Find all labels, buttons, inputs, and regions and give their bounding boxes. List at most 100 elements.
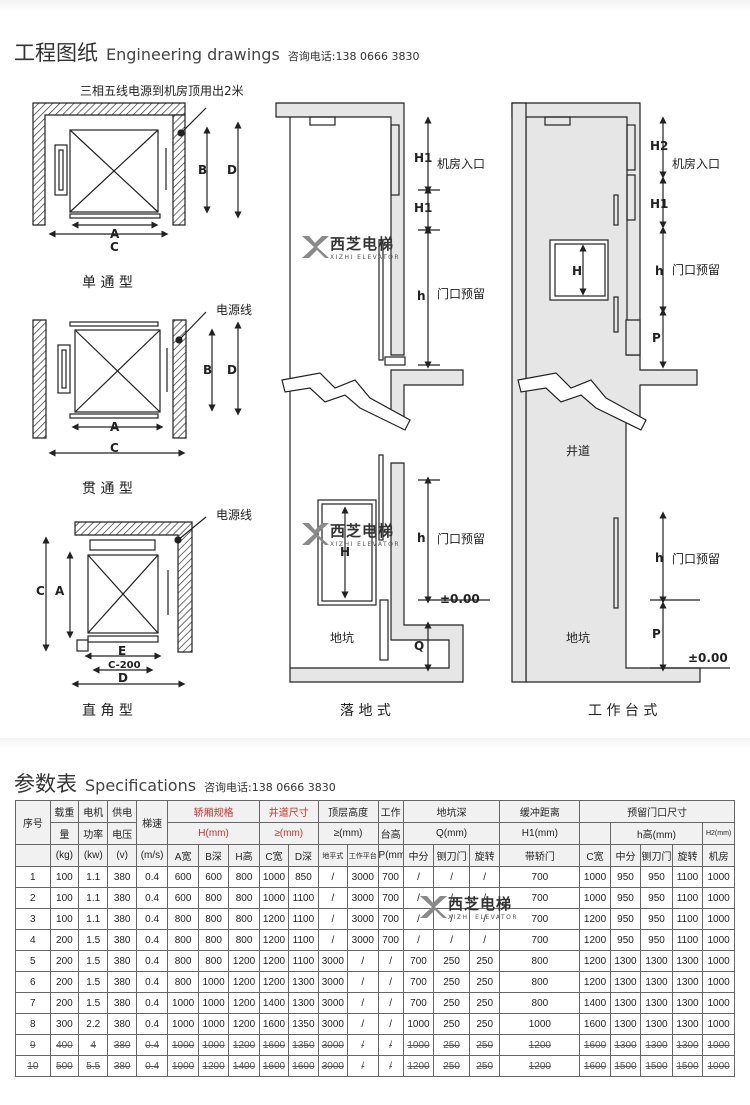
door-reserve-platform-1: 门口预留	[672, 262, 720, 277]
table-cell: /	[347, 1034, 379, 1056]
table-cell: 4	[15, 929, 51, 951]
table-cell: 9	[15, 1034, 51, 1056]
dim-C200: C-200	[108, 660, 141, 671]
table-cell: 700	[499, 929, 581, 951]
top-gradient-bar	[0, 0, 750, 12]
hdr-top: 顶层高度	[317, 800, 379, 823]
table-cell: 1400	[258, 992, 290, 1014]
dim-E: E	[118, 644, 126, 658]
table-cell: 1200	[579, 971, 611, 993]
hdr3-d: D深	[288, 844, 319, 867]
table-cell: 1000	[402, 1034, 435, 1056]
table-cell: 600	[197, 866, 230, 888]
hdr2-buffer: H1(mm)	[499, 822, 581, 845]
table-cell: 5.5	[78, 1055, 109, 1077]
table-cell: 700	[499, 908, 581, 930]
table-cell: 6	[15, 971, 51, 993]
table-cell: 1300	[671, 971, 704, 993]
table-cell: 1400	[579, 992, 611, 1014]
table-cell: 1300	[640, 1034, 673, 1056]
section-divider	[0, 738, 750, 750]
table-cell: 1000	[702, 1034, 735, 1056]
dim-C-2: C	[110, 441, 119, 455]
table-cell: 1000	[167, 1055, 199, 1077]
hdr3-buf: 带轿门	[499, 844, 581, 867]
dim-A-3: A	[55, 584, 65, 598]
table-cell: /	[347, 971, 379, 993]
table-cell: 800	[499, 950, 581, 972]
hdr3-supply: (v)	[107, 844, 137, 867]
dim-B-2: B	[203, 363, 212, 377]
table-cell: 1000	[702, 1013, 735, 1035]
table-cell: /	[377, 1034, 404, 1056]
table-cell: 250	[433, 1013, 470, 1035]
specs-title-cn: 参数表	[14, 772, 77, 796]
table-cell: 1000	[702, 929, 735, 951]
table-cell: 3000	[347, 908, 379, 930]
hdr-car: 轿厢规格	[167, 800, 260, 823]
hdr2-pit: Q(mm)	[402, 822, 501, 845]
table-cell: 100	[49, 887, 80, 909]
table-cell: 1100	[288, 950, 319, 972]
table-cell: 3000	[317, 1034, 349, 1056]
table-cell: 800	[228, 908, 260, 930]
table-cell: 1300	[609, 1013, 642, 1035]
table-cell: 250	[433, 992, 470, 1014]
hdr2-car: H(mm)	[167, 822, 260, 845]
type-right-label: 直 角 型	[82, 702, 133, 719]
table-cell: 250	[468, 1055, 501, 1077]
table-header-row-3: (kg) (kw) (v) (m/s) A宽 B深 H高 C宽 D深 地平式 工…	[15, 844, 735, 867]
dim-D-2: D	[227, 363, 237, 377]
table-cell: 3000	[347, 866, 379, 888]
hdr3-speed: (m/s)	[135, 844, 169, 867]
table-cell: 2.2	[78, 1013, 109, 1035]
dim-H-platform: H	[572, 264, 582, 278]
table-cell: 2	[15, 887, 51, 909]
table-cell: 380	[107, 908, 137, 930]
hdr3-load: (kg)	[49, 844, 80, 867]
table-cell: 3000	[317, 950, 349, 972]
table-cell: 800	[197, 929, 230, 951]
table-cell: 1000	[197, 1034, 230, 1056]
table-cell: 1100	[671, 866, 704, 888]
table-cell: 1000	[702, 971, 735, 993]
table-cell: 1350	[288, 1013, 319, 1035]
table-cell: 1500	[671, 1055, 704, 1077]
table-cell: 1600	[258, 1013, 290, 1035]
table-cell: 1200	[228, 1013, 260, 1035]
table-cell: 700	[499, 887, 581, 909]
power-line-label-2: 电源线	[216, 508, 252, 522]
table-cell: 950	[640, 866, 673, 888]
table-cell: /	[468, 929, 501, 951]
table-cell: 1000	[499, 1013, 581, 1035]
table-cell: 0.4	[135, 929, 169, 951]
table-cell: 1200	[579, 929, 611, 951]
table-cell: /	[468, 866, 501, 888]
table-cell: 250	[468, 950, 501, 972]
pit-floor: 地坑	[330, 630, 354, 645]
hdr3-d3: 旋转	[671, 844, 704, 867]
table-cell: 1000	[702, 992, 735, 1014]
single-type-drawing	[32, 102, 242, 238]
hdr3-d4: 机房	[702, 844, 735, 867]
table-cell: 380	[107, 866, 137, 888]
table-cell: /	[317, 866, 349, 888]
table-cell: 250	[433, 1055, 470, 1077]
table-cell: 1300	[609, 992, 642, 1014]
table-cell: 950	[640, 887, 673, 909]
table-cell: 1400	[228, 1055, 260, 1077]
table-cell: 800	[197, 887, 230, 909]
hdr3-a: A宽	[167, 844, 199, 867]
table-cell: 1000	[197, 992, 230, 1014]
table-cell: 1300	[640, 1013, 673, 1035]
table-cell: 700	[402, 992, 435, 1014]
table-cell: 1300	[671, 1034, 704, 1056]
table-cell: 700	[499, 866, 581, 888]
table-cell: 950	[609, 908, 642, 930]
table-cell: 700	[377, 929, 404, 951]
table-cell: 0.4	[135, 1013, 169, 1035]
pit-platform: 地坑	[566, 630, 590, 645]
